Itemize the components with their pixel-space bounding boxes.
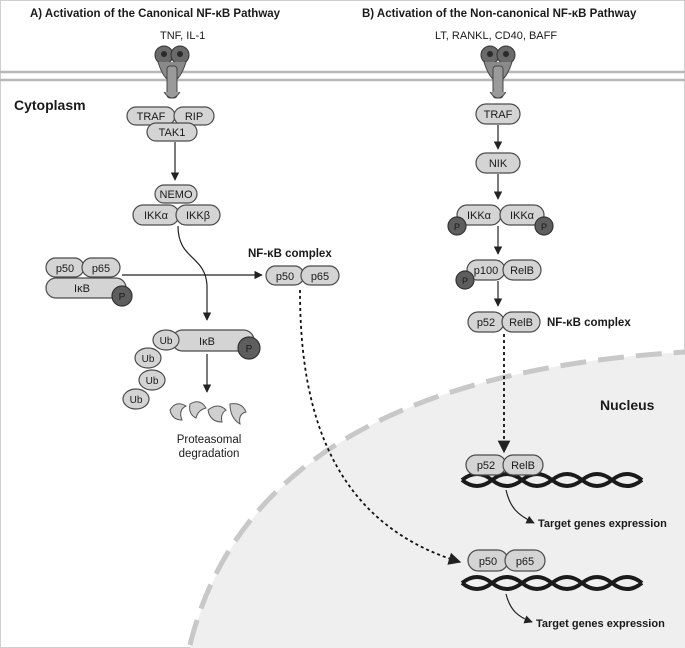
ub-ikb-label: IκB xyxy=(199,336,215,348)
proteasome-fragments-icon xyxy=(169,401,247,426)
p100-relb-complex: p100 RelB P xyxy=(455,259,542,290)
panel-b-ligand-label: LT, RANKL, CD40, BAFF xyxy=(435,30,557,42)
ikk-complex-a: NEMO IKKα IKKβ xyxy=(132,184,221,226)
nuclear-p50-p65: p50 p65 xyxy=(467,549,546,572)
nfkb-complex-a-label: NF-κB complex xyxy=(248,248,332,260)
nemo-label: NEMO xyxy=(160,189,193,201)
panel-b-title: B) Activation of the Non-canonical NF-κB… xyxy=(362,8,637,20)
nucleus-region xyxy=(187,349,685,648)
p52-label: p52 xyxy=(477,317,495,329)
arrow-ikk-to-ikb xyxy=(177,225,212,321)
inactive-nfkb-ikb-complex: p50 p65 IκB P xyxy=(45,257,133,307)
panel-a-title: A) Activation of the Canonical NF-κB Pat… xyxy=(30,8,281,20)
phospho-ikb-label: P xyxy=(119,292,126,303)
target-genes-b: Target genes expression xyxy=(538,518,667,530)
nfkb-complex-a: p50 p65 xyxy=(265,265,340,286)
p100-label: p100 xyxy=(474,265,498,277)
ikkb-label: IKKβ xyxy=(186,210,210,222)
receptor-a-icon xyxy=(154,45,190,99)
nik-label: NIK xyxy=(489,158,508,170)
ikb-a-label: IκB xyxy=(74,283,90,295)
complex-p50-label: p50 xyxy=(276,271,294,283)
nuc-p50-label: p50 xyxy=(479,556,497,568)
phospho-p100: P xyxy=(462,276,468,286)
ub-4-label: Ub xyxy=(130,395,143,406)
p50-a-label: p50 xyxy=(56,263,74,275)
dna-helix-bottom xyxy=(460,575,644,591)
ub-1-label: Ub xyxy=(160,336,173,347)
traf-b-label: TRAF xyxy=(484,109,513,121)
arrow-target-b xyxy=(505,489,535,524)
traf-a-label: TRAF xyxy=(137,111,166,123)
cytoplasm-label: Cytoplasm xyxy=(14,97,86,113)
ikka-b2-label: IKKα xyxy=(510,210,535,222)
phospho-ub-ikb-label: P xyxy=(246,344,253,355)
ubiquitinated-ikb: IκB P Ub Ub Ub Ub xyxy=(122,329,261,410)
rip-label: RIP xyxy=(185,111,203,123)
nuclear-p52-relb: p52 RelB xyxy=(465,454,544,476)
nucleus-label: Nucleus xyxy=(600,397,655,413)
relb-p100-label: RelB xyxy=(510,265,534,277)
traf-b: TRAF xyxy=(475,103,521,125)
tak1-label: TAK1 xyxy=(159,127,186,139)
ikka-a-label: IKKα xyxy=(144,210,169,222)
arrow-target-a xyxy=(505,593,533,624)
ikka-b1-label: IKKα xyxy=(467,210,492,222)
ikka-dimer-b: IKKα IKKα P P xyxy=(447,204,554,236)
nuc-p52-label: p52 xyxy=(477,460,495,472)
p65-a-label: p65 xyxy=(92,263,110,275)
dna-helix-top xyxy=(460,472,644,488)
receptor-b-icon xyxy=(480,45,516,99)
proteasome-line-2: degradation xyxy=(179,448,240,460)
nfkb-complex-b: p52 RelB xyxy=(467,311,541,333)
complex-relb-label: RelB xyxy=(509,317,533,329)
panel-a-ligand-label: TNF, IL-1 xyxy=(160,30,205,42)
nuc-relb-label: RelB xyxy=(511,460,535,472)
nik: NIK xyxy=(475,152,521,174)
nfkb-complex-b-label: NF-κB complex xyxy=(547,317,631,329)
ub-3-label: Ub xyxy=(146,376,159,387)
phospho-ikka-b2: P xyxy=(541,222,547,232)
complex-p65-label: p65 xyxy=(311,271,329,283)
nuc-p65-label: p65 xyxy=(516,556,534,568)
phospho-ikka-b1: P xyxy=(454,222,460,232)
target-genes-a: Target genes expression xyxy=(536,618,665,630)
proteasome-line-1: Proteasomal xyxy=(177,434,242,446)
ub-2-label: Ub xyxy=(142,354,155,365)
traf-rip-tak1-complex: TRAF RIP TAK1 xyxy=(126,106,215,142)
plasma-membrane xyxy=(0,70,685,82)
